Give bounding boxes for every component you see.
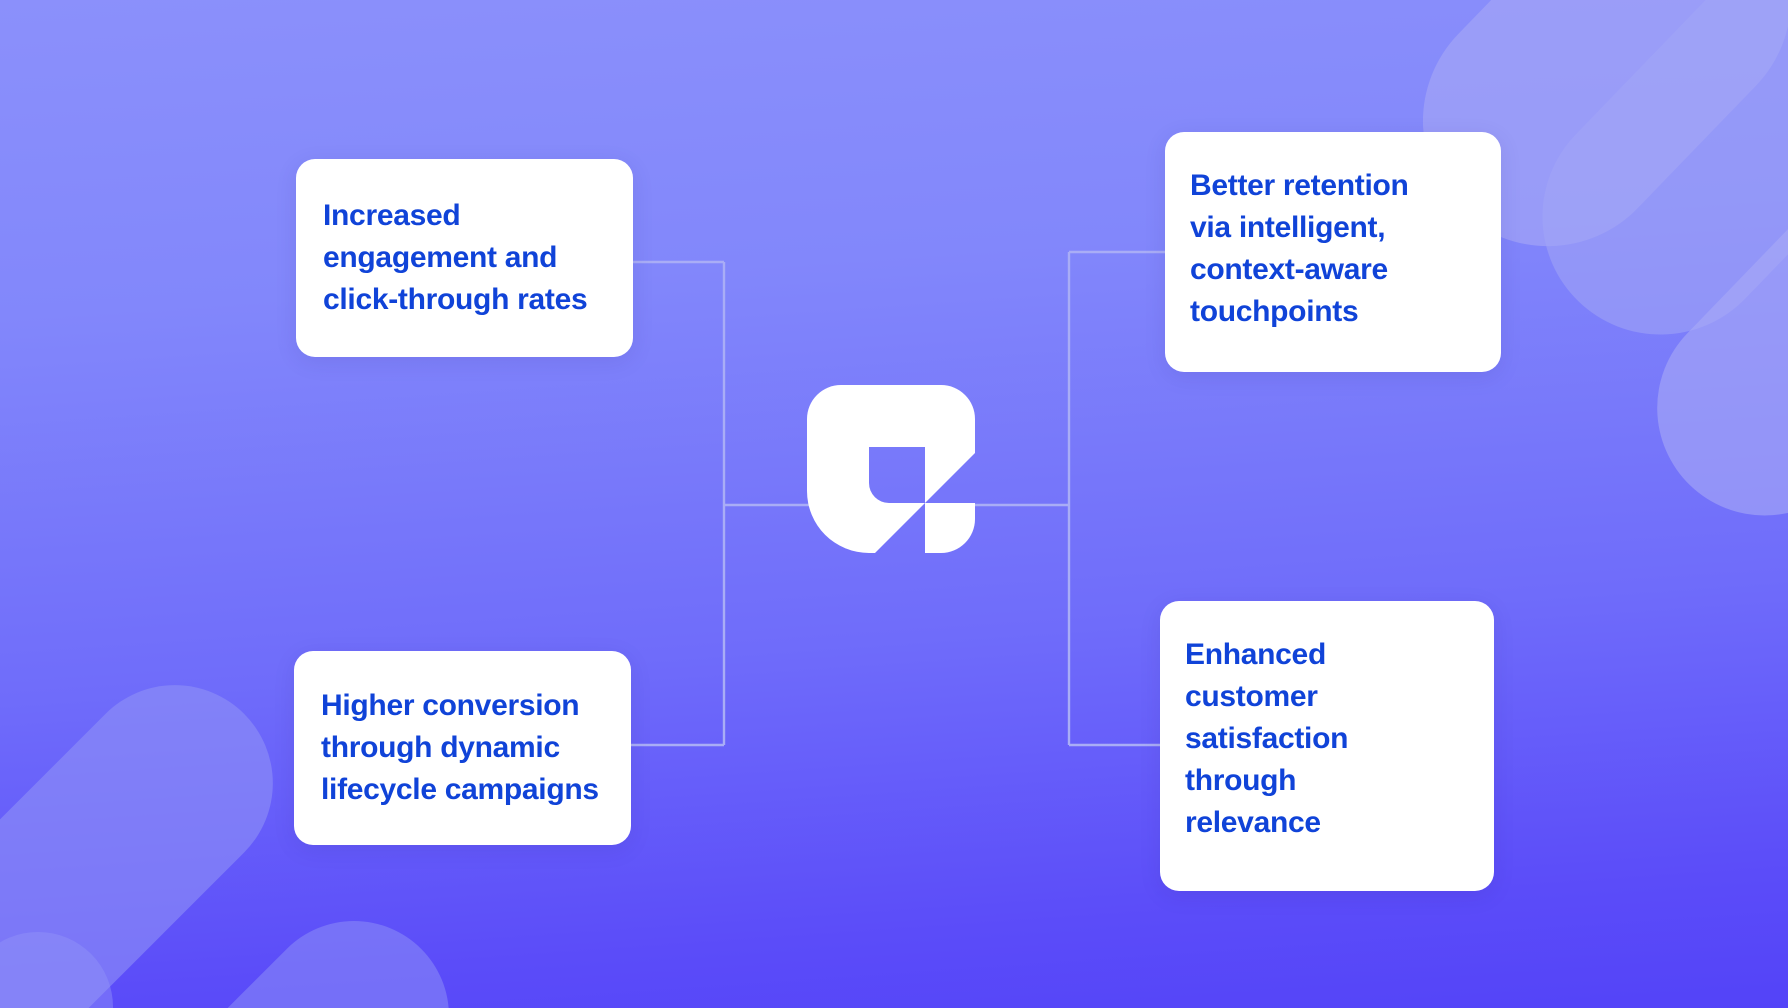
benefit-card-bottom-right[interactable]: Enhanced customer satisfaction through r… (1160, 601, 1494, 891)
benefit-card-label: Enhanced customer satisfaction through r… (1185, 638, 1349, 839)
benefit-card-label: Increased engagement and click-through r… (323, 199, 588, 316)
brand-logo-icon (807, 385, 975, 553)
benefit-card-bottom-left[interactable]: Higher conversion through dynamic lifecy… (294, 651, 631, 845)
benefit-card-top-left[interactable]: Increased engagement and click-through r… (296, 159, 633, 357)
benefit-card-label: Better retention via intelligent, contex… (1190, 169, 1409, 328)
benefit-card-label: Higher conversion through dynamic lifecy… (321, 689, 599, 806)
benefit-card-top-right[interactable]: Better retention via intelligent, contex… (1165, 132, 1501, 372)
